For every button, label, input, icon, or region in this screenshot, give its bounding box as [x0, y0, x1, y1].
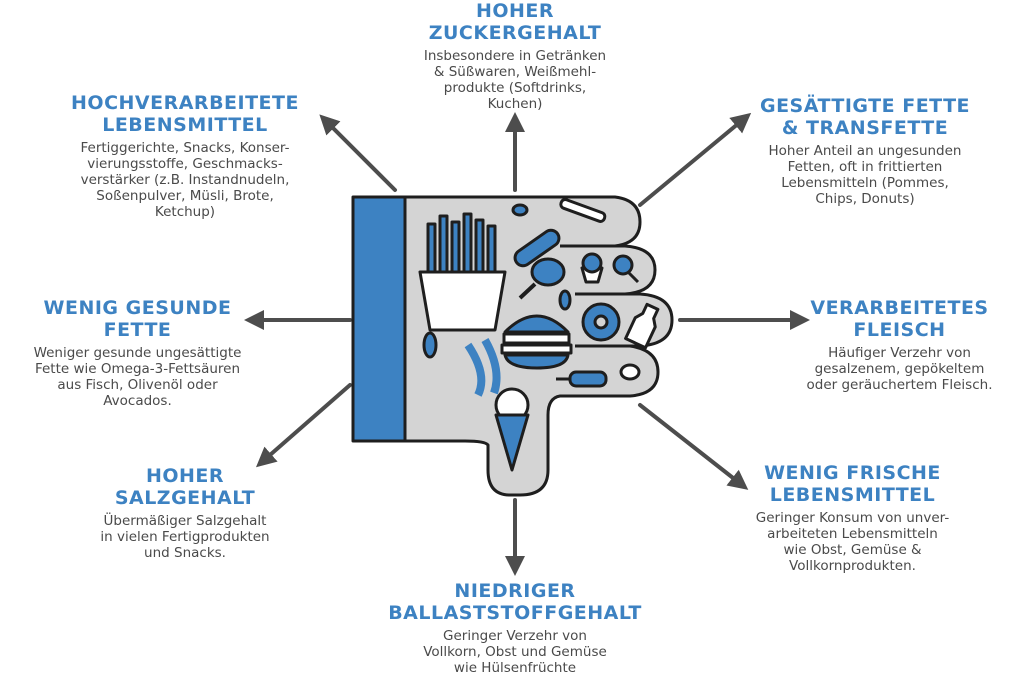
- factor-sugar-desc: Insbesondere in Getränken & Süßwaren, We…: [423, 48, 607, 112]
- arrow-salt: [255, 383, 352, 468]
- factor-sugar-title: HOHER ZUCKERGEHALT: [428, 0, 602, 44]
- factor-healthy-fats-desc: Weniger gesunde ungesättigte Fette wie O…: [33, 345, 242, 409]
- factor-fiber: NIEDRIGER BALLASTSTOFFGEHALT Geringer Ve…: [355, 580, 675, 676]
- factor-healthy-fats-title: WENIG GESUNDE FETTE: [43, 297, 232, 341]
- factor-salt: HOHER SALZGEHALT Übermäßiger Salzgehalt …: [60, 465, 310, 561]
- factor-fiber-title: NIEDRIGER BALLASTSTOFFGEHALT: [388, 580, 642, 624]
- factor-processed-meat: VERARBEITETES FLEISCH Häufiger Verzehr v…: [775, 297, 1024, 393]
- factor-processed-food-title: HOCHVERARBEITETE LEBENSMITTEL: [71, 92, 299, 136]
- arrow-processed-food: [319, 114, 397, 192]
- factor-saturated-fats: GESÄTTIGTE FETTE & TRANSFETTE Hoher Ante…: [715, 95, 1015, 207]
- factor-fiber-desc: Geringer Verzehr von Vollkorn, Obst und …: [423, 628, 607, 676]
- factor-fresh-food: WENIG FRISCHE LEBENSMITTEL Geringer Kons…: [715, 462, 990, 574]
- factor-healthy-fats: WENIG GESUNDE FETTE Weniger gesunde unge…: [0, 297, 275, 409]
- factor-saturated-fats-title: GESÄTTIGTE FETTE & TRANSFETTE: [759, 95, 971, 139]
- factor-fresh-food-desc: Geringer Konsum von unver- arbeiteten Le…: [755, 510, 950, 574]
- factor-processed-food-desc: Fertiggerichte, Snacks, Konser- vierungs…: [80, 140, 290, 220]
- factor-processed-meat-title: VERARBEITETES FLEISCH: [810, 297, 989, 341]
- factor-sugar: HOHER ZUCKERGEHALT Insbesondere in Geträ…: [380, 0, 650, 112]
- factor-saturated-fats-desc: Hoher Anteil an ungesunden Fetten, oft i…: [768, 143, 962, 207]
- arrow-saturated-fats: [638, 112, 752, 207]
- arrow-fresh-food: [638, 403, 749, 490]
- factor-processed-food: HOCHVERARBEITETE LEBENSMITTEL Fertiggeri…: [20, 92, 350, 220]
- factor-salt-desc: Übermäßiger Salzgehalt in vielen Fertigp…: [100, 513, 270, 561]
- factor-processed-meat-desc: Häufiger Verzehr von gesalzenem, gepökel…: [806, 345, 993, 393]
- factor-fresh-food-title: WENIG FRISCHE LEBENSMITTEL: [764, 462, 941, 506]
- factor-salt-title: HOHER SALZGEHALT: [114, 465, 256, 509]
- thumbs-down-icon: [351, 195, 674, 497]
